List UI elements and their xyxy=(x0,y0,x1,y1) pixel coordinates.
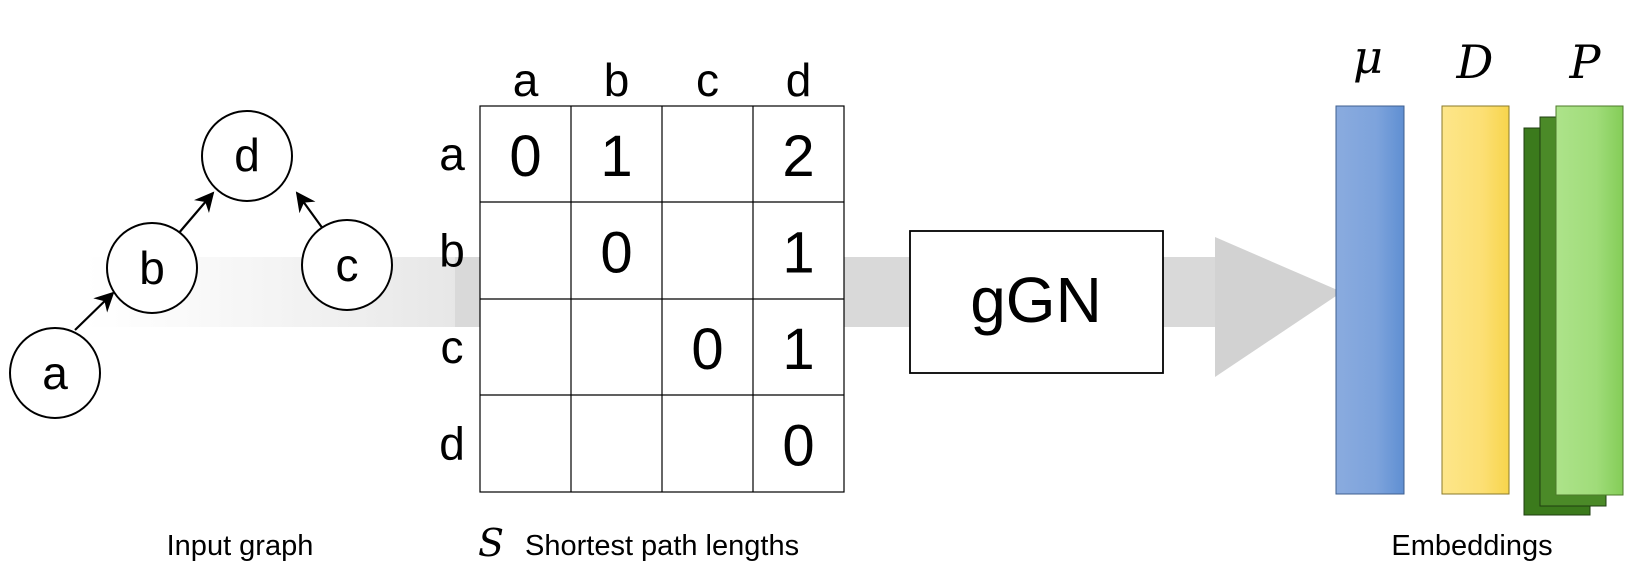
row-header-d: d xyxy=(439,418,465,470)
flow-arrowhead xyxy=(1215,237,1342,377)
mu-embedding-bar xyxy=(1335,105,1405,495)
p-embedding-stack xyxy=(1523,105,1624,516)
node-a-label: a xyxy=(42,347,68,399)
edge-b-d xyxy=(177,191,215,235)
embeddings-caption: Embeddings xyxy=(1391,530,1552,562)
column-header-b: b xyxy=(604,54,630,106)
ggn-model-box: gGN xyxy=(909,230,1164,374)
p-label: P xyxy=(1569,35,1602,89)
matrix-cell: 0 xyxy=(509,124,541,189)
node-b-label: b xyxy=(139,242,165,294)
matrix-grid xyxy=(480,106,844,492)
row-header-a: a xyxy=(439,128,465,180)
column-header-d: d xyxy=(786,54,812,106)
edge-c-d xyxy=(295,191,327,234)
matrix-cell: 1 xyxy=(782,221,814,286)
column-header-c: c xyxy=(696,54,719,106)
matrix-cell: 0 xyxy=(691,317,723,382)
node-d: d xyxy=(201,110,293,202)
matrix-cell: 2 xyxy=(782,124,814,189)
matrix-symbol: S xyxy=(478,521,504,565)
ggn-label: gGN xyxy=(970,264,1102,336)
node-b: b xyxy=(106,222,198,314)
edge-a-b xyxy=(74,291,115,331)
node-c-label: c xyxy=(336,239,359,291)
matrix-cell: 1 xyxy=(782,317,814,382)
p-embedding-layer-front xyxy=(1555,105,1624,496)
node-c: c xyxy=(301,219,393,311)
d-label: D xyxy=(1456,35,1494,89)
row-header-c: c xyxy=(441,321,464,373)
input-graph-caption: Input graph xyxy=(167,530,314,562)
mu-label: μ xyxy=(1353,30,1383,84)
d-embedding-bar xyxy=(1441,105,1510,495)
matrix-caption: Shortest path lengths xyxy=(525,530,799,562)
node-d-label: d xyxy=(234,129,260,181)
input-graph: d b c a xyxy=(9,110,393,419)
matrix-cell: 0 xyxy=(782,414,814,479)
matrix-column-headers: a b c d xyxy=(513,54,812,106)
column-header-a: a xyxy=(513,54,539,106)
node-a: a xyxy=(9,327,101,419)
matrix-cell: 0 xyxy=(600,221,632,286)
embeddings: μ D P xyxy=(1335,30,1624,516)
matrix-cell: 1 xyxy=(600,124,632,189)
row-header-b: b xyxy=(439,225,465,277)
